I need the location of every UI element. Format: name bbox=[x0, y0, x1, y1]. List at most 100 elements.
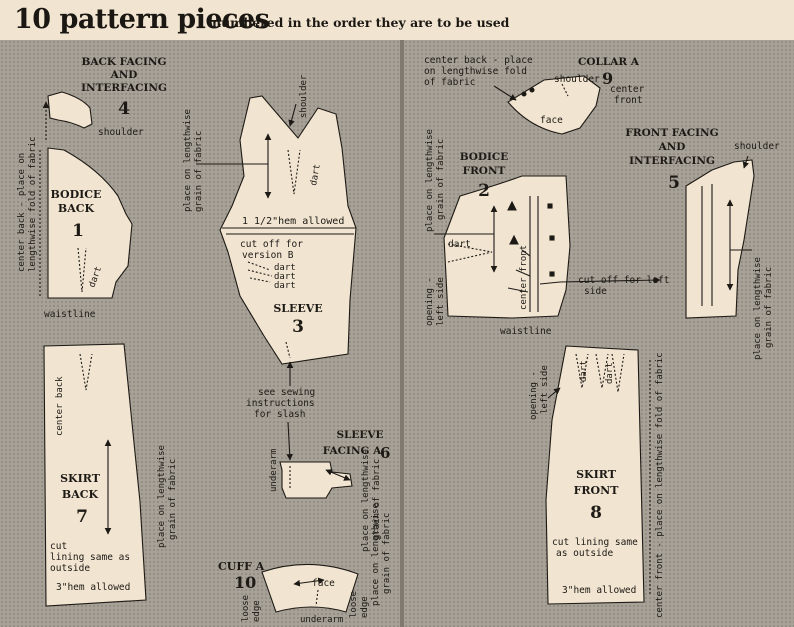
dart-mark bbox=[447, 243, 493, 263]
piece-shape-cuff bbox=[261, 563, 359, 613]
dart-mark bbox=[287, 149, 301, 195]
placement-triangle bbox=[509, 234, 519, 245]
lining-label: outside bbox=[50, 563, 90, 574]
grain-label: place on lengthwise bbox=[157, 445, 167, 548]
grain-label: place on lengthwise bbox=[753, 257, 763, 360]
collar-dot bbox=[529, 87, 535, 93]
fold-label: center back - place bbox=[424, 55, 533, 66]
piece-name-line: BACK bbox=[58, 202, 95, 215]
face-label: face bbox=[312, 578, 335, 589]
cutoff-pointer bbox=[539, 281, 561, 285]
piece-number: 4 bbox=[118, 99, 130, 119]
piece-name: COLLAR A bbox=[578, 56, 640, 68]
center-front-label: center bbox=[610, 84, 645, 95]
piece-name-line: AND bbox=[658, 141, 686, 153]
piece-shape-skirt-front bbox=[545, 345, 645, 605]
dart-label: dart bbox=[579, 360, 589, 382]
slash-mark bbox=[285, 341, 291, 359]
grain-label: place on lengthwise bbox=[361, 449, 371, 552]
piece-sleeve-facing: underarm SLEEVE FACING A 6 place on leng… bbox=[269, 429, 390, 552]
grain-arrow bbox=[325, 469, 351, 481]
piece-name-line: SKIRT bbox=[60, 472, 101, 485]
dart-label: dart bbox=[448, 239, 471, 250]
piece-number: 5 bbox=[668, 173, 680, 193]
piece-number: 10 bbox=[234, 573, 256, 592]
shoulder-label: shoulder bbox=[98, 127, 144, 138]
piece-name-line: SLEEVE bbox=[336, 429, 383, 441]
fold-label: of fabric bbox=[424, 77, 475, 88]
piece-name-line: INTERFACING bbox=[629, 155, 715, 167]
piece-back-facing: BACK FACING AND INTERFACING 4 shoulder bbox=[42, 56, 167, 140]
page-title: 10 pattern pieces bbox=[14, 4, 270, 35]
slash-label: see sewing bbox=[258, 387, 315, 398]
grain-label: place on lengthwise bbox=[183, 109, 193, 212]
piece-bodice-back: center back - place on lengthwise fold o… bbox=[17, 137, 133, 320]
piece-shape-skirt-back bbox=[43, 343, 147, 607]
piece-name-line: INTERFACING bbox=[81, 82, 167, 94]
piece-name-line: BODICE bbox=[460, 151, 509, 163]
piece-number: 1 bbox=[72, 221, 84, 241]
piece-shape-front-facing bbox=[685, 159, 755, 319]
cutoff-label: cut off for left bbox=[578, 275, 670, 286]
collar-dot bbox=[521, 91, 527, 97]
dart-label: dart bbox=[605, 362, 615, 384]
piece-number: 6 bbox=[380, 444, 390, 462]
piece-name-line: BODICE bbox=[51, 188, 102, 201]
slash-label: instructions bbox=[246, 398, 315, 409]
page-subtitle: numbered in the order they are to be use… bbox=[212, 15, 510, 30]
grain-label: grain of fabric bbox=[168, 459, 178, 540]
fold-label: lengthwise fold of fabric bbox=[28, 137, 38, 272]
lining-label: cut bbox=[50, 541, 67, 552]
piece-cuff: CUFF A 10 face loose edge loose edge und… bbox=[218, 503, 392, 625]
loose-edge-label: edge bbox=[252, 600, 262, 622]
dart-label: dart bbox=[274, 281, 296, 291]
dart-label: dart bbox=[309, 163, 323, 186]
piece-name-line: SKIRT bbox=[576, 468, 617, 481]
piece-name-line: FACING A bbox=[323, 445, 382, 457]
hem-label: 1 1/2"hem allowed bbox=[242, 216, 344, 227]
piece-front-facing: FRONT FACING AND INTERFACING 5 shoulder … bbox=[625, 127, 780, 360]
placement-triangle bbox=[507, 200, 517, 211]
hem-label: 3"hem allowed bbox=[562, 585, 636, 596]
piece-bodice-front: BODICE FRONT 2 place on lengthwise grain… bbox=[425, 129, 670, 337]
waistline-label: waistline bbox=[500, 326, 552, 337]
piece-name-line: FRONT FACING bbox=[625, 127, 718, 139]
fold-label: on lengthwise fold bbox=[424, 66, 527, 77]
shoulder-label: shoulder bbox=[554, 74, 600, 85]
fold-label: center front - place on lengthwise fold … bbox=[655, 352, 665, 618]
center-front-label: center front bbox=[519, 245, 529, 310]
hem-label: 3"hem allowed bbox=[56, 582, 130, 593]
piece-number: 3 bbox=[292, 317, 304, 337]
grain-label: place on lengthwise bbox=[371, 503, 381, 606]
center-back-label: center back bbox=[55, 376, 65, 436]
center-fold bbox=[400, 40, 404, 627]
underarm-label: underarm bbox=[269, 449, 279, 492]
grain-label: place on lengthwise bbox=[425, 129, 435, 232]
placement-square bbox=[547, 203, 553, 209]
opening-label: opening - bbox=[529, 371, 539, 420]
lining-label: cut lining same bbox=[552, 537, 638, 548]
piece-number: 9 bbox=[602, 69, 613, 88]
face-label: face bbox=[540, 115, 563, 126]
lining-label: as outside bbox=[556, 548, 613, 559]
dart-mark bbox=[611, 353, 625, 393]
piece-sleeve: shoulder dart place on lengthwise grain … bbox=[183, 74, 357, 461]
shoulder-label: shoulder bbox=[734, 141, 780, 152]
piece-name-line: BACK FACING bbox=[82, 56, 167, 68]
placement-square bbox=[549, 235, 555, 241]
shoulder-pointer bbox=[742, 155, 750, 169]
dart-mark bbox=[79, 353, 93, 391]
underarm-label: underarm bbox=[300, 615, 343, 625]
piece-shape-sleeve bbox=[219, 95, 357, 365]
lining-label: lining same as bbox=[50, 552, 130, 563]
piece-number: 7 bbox=[76, 507, 88, 527]
piece-number: 2 bbox=[478, 181, 490, 201]
piece-shape-back-facing bbox=[47, 91, 93, 129]
piece-skirt-back: center back place on lengthwise grain of… bbox=[43, 343, 178, 607]
underarm-mark bbox=[315, 589, 319, 607]
loose-edge-label: edge bbox=[360, 596, 370, 618]
dart-mark bbox=[575, 353, 589, 389]
opening-label: opening - bbox=[425, 277, 435, 326]
